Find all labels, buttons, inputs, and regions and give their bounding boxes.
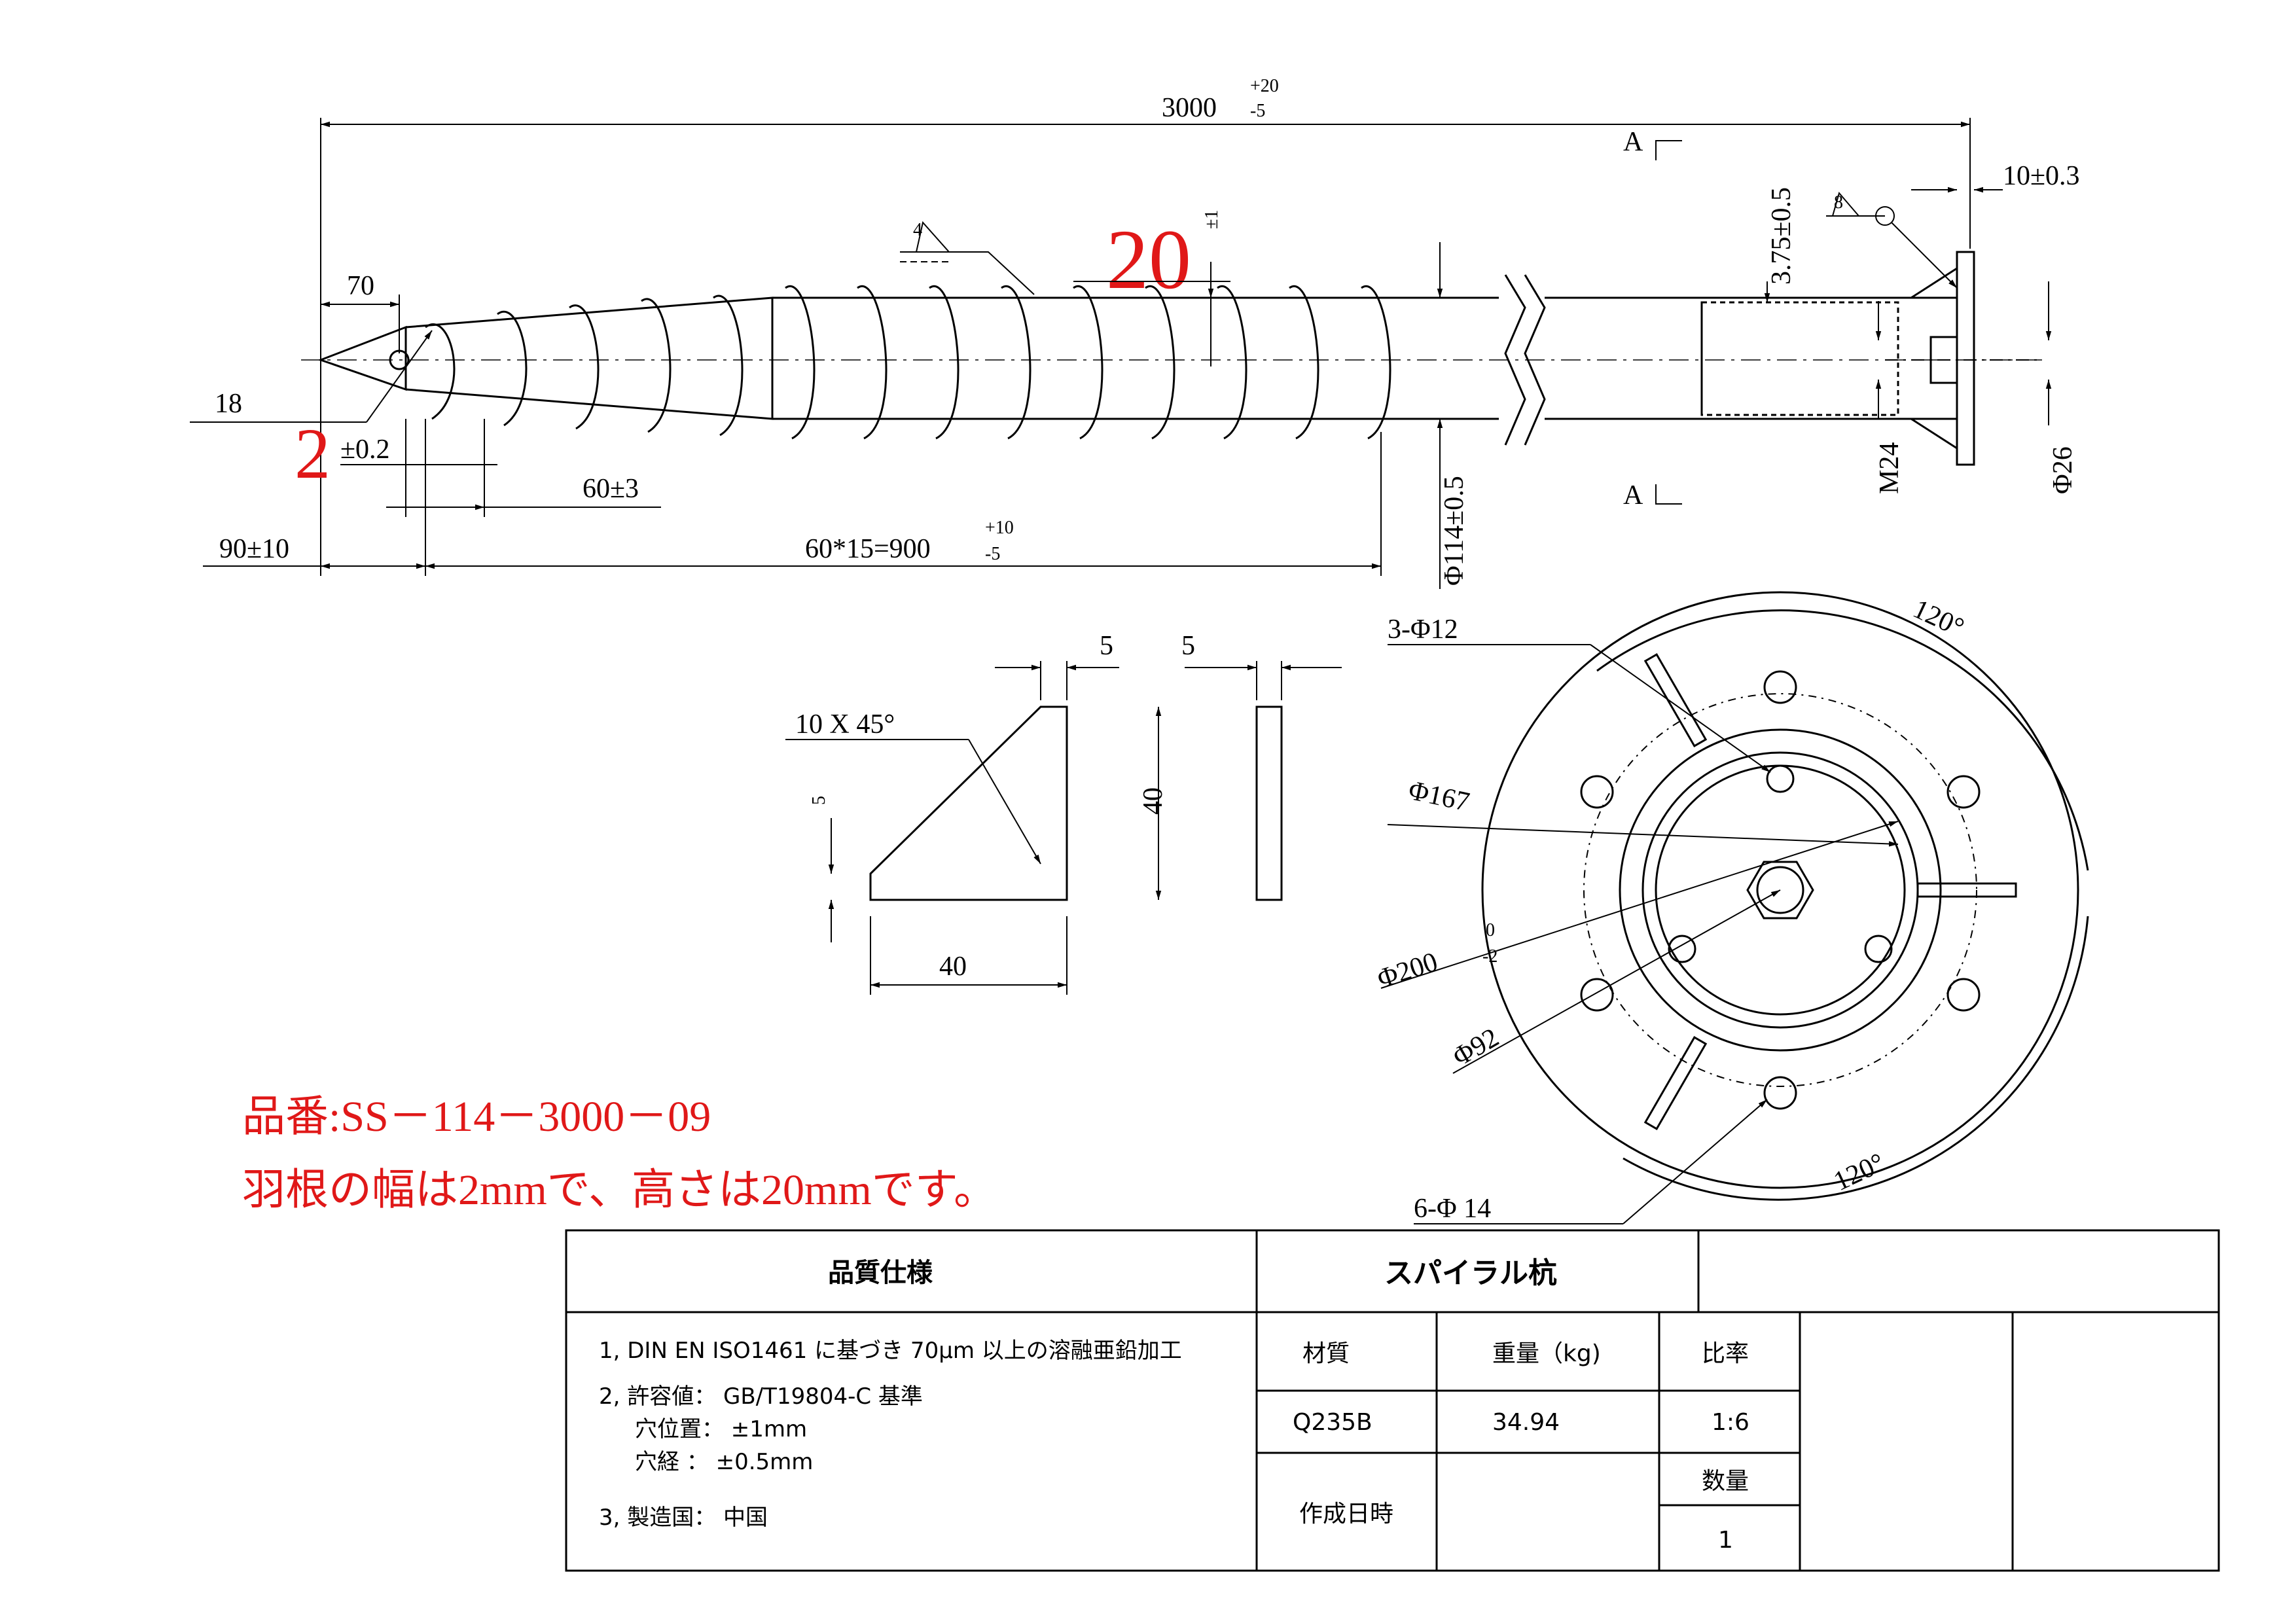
gusset-thickness-left: 5	[1100, 631, 1113, 661]
holes-6-label: 6-Φ 14	[1414, 1194, 1491, 1224]
pile-side-view	[301, 251, 2042, 466]
helix-tol-plus: +10	[985, 518, 1014, 538]
inner-hole	[1864, 935, 1893, 963]
section-marks	[1655, 140, 1682, 505]
tip-width-label: 18	[215, 389, 242, 419]
bolt-hole	[1946, 978, 1981, 1012]
section-top-label: A	[1623, 127, 1643, 157]
plate-thickness-label: 10±0.3	[2003, 161, 2080, 191]
flange-plan-view	[1481, 591, 2089, 1201]
overall-tol-plus: +20	[1250, 76, 1279, 96]
gusset-chamfer-label: 10 X 45°	[795, 709, 895, 740]
pile-tip	[317, 325, 407, 391]
scale-value: 1:6	[1712, 1409, 1749, 1436]
helix-flights	[425, 285, 1391, 440]
gusset-plan	[1643, 1035, 1708, 1131]
flange-outer	[1481, 591, 2079, 1189]
helix-length-label: 60*15=900	[805, 534, 931, 564]
overall-tol-minus: -5	[1250, 101, 1265, 121]
pipe-cutaway	[1700, 301, 1899, 416]
break-line-2	[1524, 274, 1546, 446]
weight-value: 34.94	[1492, 1409, 1560, 1436]
flange-plate	[1956, 251, 1975, 466]
holes-3-label: 3-Φ12	[1388, 615, 1458, 645]
blade-height-tol: ±1	[1202, 210, 1222, 229]
gusset-detail	[869, 705, 1283, 901]
inner-hole	[1766, 764, 1795, 793]
qty-label: 数量	[1702, 1468, 1749, 1495]
wall-thickness-label: 3.75±0.5	[1767, 187, 1797, 285]
gusset-plan	[1916, 882, 2017, 898]
weld-symbol-right	[1826, 191, 1958, 289]
blade-thickness-note: 2	[295, 414, 331, 493]
pitch-label: 60±3	[583, 474, 639, 504]
gusset-top	[1907, 266, 1958, 299]
overall-length-label: 3000	[1162, 93, 1217, 123]
dia-92-label: Φ92	[1448, 1022, 1504, 1072]
spec-line-3: 3, 製造国： 中国	[599, 1505, 768, 1531]
qty-value: 1	[1718, 1527, 1733, 1554]
dim-helix	[425, 432, 1382, 576]
bolt-hole	[1946, 775, 1981, 809]
scale-label: 比率	[1702, 1340, 1749, 1367]
flange-leaders	[1380, 644, 1899, 1224]
spec-line-2: 2, 許容値： GB/T19804-C 基準	[599, 1383, 923, 1410]
dia-200-label: Φ200	[1374, 947, 1441, 995]
gusset-height-label: 40	[1138, 787, 1168, 815]
dia-200-tol-minus: -2	[1482, 946, 1498, 967]
spec-line-1: 1, DIN EN ISO1461 に基づき 70μm 以上の溶融亜鉛加工	[599, 1338, 1182, 1364]
material-value: Q235B	[1293, 1409, 1372, 1436]
weight-label: 重量（kg)	[1492, 1340, 1601, 1367]
dim-tip	[190, 294, 433, 423]
bolt-hole	[1580, 775, 1614, 809]
weld-right-label: 8	[1834, 192, 1843, 213]
gusset-dims	[785, 661, 1342, 995]
dim-blade-height	[1073, 262, 1230, 366]
date-label: 作成日時	[1299, 1501, 1393, 1527]
helix-tol-minus: -5	[985, 544, 1000, 564]
bolt-hole-label: Φ26	[2048, 446, 2078, 494]
blade-thickness-tol: ±0.2	[340, 435, 390, 465]
spec-line-2b: 穴経 ： ±0.5mm	[635, 1449, 813, 1475]
blade-spec-note: 羽根の幅は2mmで、高さは20mmです。	[242, 1166, 997, 1214]
pipe-outer	[1619, 728, 1942, 1052]
inner-hole	[1668, 935, 1696, 963]
blade-height-note: 20	[1106, 213, 1191, 307]
product-name: スパイラル杭	[1384, 1257, 1557, 1290]
gusset-base-label: 40	[939, 952, 967, 982]
thread-label: M24	[1874, 442, 1905, 494]
gusset-edge-label: 5	[809, 796, 829, 805]
bolt-hole	[1763, 1076, 1797, 1110]
spec-header: 品質仕様	[828, 1258, 933, 1288]
bolt-hole	[1580, 978, 1614, 1012]
pipe-diameter-label: Φ114±0.5	[1439, 476, 1469, 586]
section-bottom-label: A	[1623, 480, 1643, 510]
spec-line-2a: 穴位置： ±1mm	[635, 1416, 807, 1442]
gusset-plan	[1643, 652, 1708, 748]
gusset-edge-view	[1255, 705, 1283, 901]
dim-pitch	[386, 419, 661, 517]
weld-left-label: 4	[913, 220, 922, 240]
gusset-thickness-right: 5	[1181, 631, 1195, 661]
angle-top-label: 120°	[1909, 594, 1969, 643]
dim-blade-thickness	[340, 419, 497, 517]
pile-cone	[405, 296, 774, 420]
dia-200-tol-plus: 0	[1486, 920, 1495, 940]
weld-symbol-left	[900, 221, 1035, 295]
bolt-hole	[1763, 670, 1797, 704]
dia-167-label: Φ167	[1406, 776, 1472, 817]
hex-nut	[1746, 861, 1814, 919]
title-block	[565, 1229, 2220, 1572]
break-line-1	[1504, 274, 1526, 446]
dim-overall	[320, 118, 1971, 576]
part-number-note: 品番:SS－114－3000－09	[242, 1093, 711, 1141]
material-label: 材質	[1302, 1340, 1350, 1367]
gusset-bottom	[1907, 418, 1958, 450]
tip-length-label: 70	[347, 271, 374, 301]
flange-offset-label: 90±10	[219, 534, 289, 564]
